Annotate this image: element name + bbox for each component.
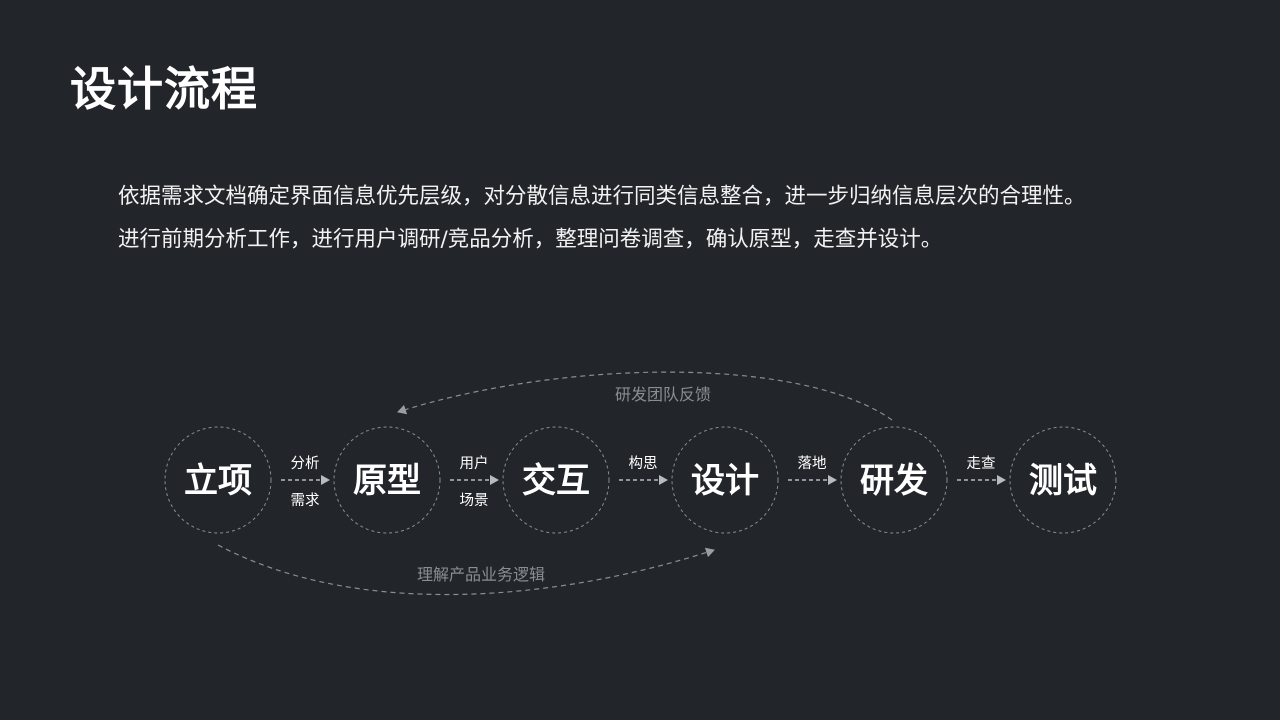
- flow-node-label: 设计: [691, 461, 759, 501]
- description: 依据需求文档确定界面信息优先层级，对分散信息进行同类信息整合，进一步归纳信息层次…: [118, 175, 1238, 261]
- flow-node-circle: [671, 426, 779, 534]
- description-line-1: 依据需求文档确定界面信息优先层级，对分散信息进行同类信息整合，进一步归纳信息层次…: [118, 184, 1086, 209]
- flow-edge-top-label: 分析: [291, 455, 320, 472]
- flow-edge-top-label: 落地: [798, 455, 827, 472]
- flow-node-label: 交互: [522, 461, 590, 501]
- flow-node-label: 研发: [860, 461, 928, 501]
- feedback-curve-top: [397, 371, 893, 421]
- flow-edge-top-label: 走查: [967, 455, 996, 472]
- description-line-2: 进行前期分析工作，进行用户调研/竞品分析，整理问卷调查，确认原型，走查并设计。: [118, 227, 943, 252]
- flow-node-circle: [1009, 426, 1117, 534]
- flow-node-label: 立项: [184, 461, 252, 501]
- feedback-bottom-label: 理解产品业务逻辑: [417, 565, 545, 584]
- flow-edge-top-label: 用户: [460, 455, 489, 472]
- flow-node-circle: [333, 426, 441, 534]
- flow-node-circle: [164, 426, 272, 534]
- flow-node-circle: [840, 426, 948, 534]
- flow-edge-bottom-label: 场景: [460, 492, 489, 509]
- feedback-top-label: 研发团队反馈: [615, 385, 711, 404]
- flow-node-label: 测试: [1029, 461, 1097, 501]
- feedback-curve-bottom: [217, 544, 715, 596]
- page-title: 设计流程: [70, 62, 258, 116]
- flow-node-circle: [502, 426, 610, 534]
- flow-edge-bottom-label: 需求: [291, 492, 320, 509]
- flow-node-label: 原型: [353, 461, 421, 501]
- flow-edge-top-label: 构思: [629, 455, 658, 472]
